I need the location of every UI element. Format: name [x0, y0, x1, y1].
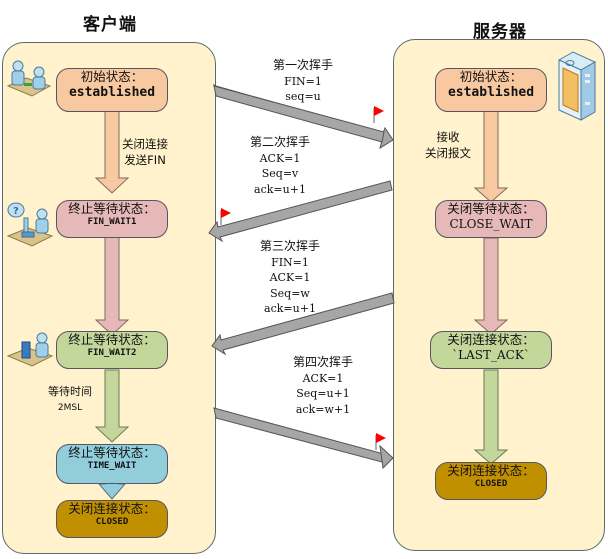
note-line: 2MSL: [57, 402, 83, 413]
message-title: 第四次挥手: [292, 355, 353, 369]
note-line: 关闭报文: [425, 145, 471, 160]
server-state-close-wait: 关闭等待状态： CLOSE_WAIT: [435, 200, 547, 238]
message-title: 第一次挥手: [272, 58, 333, 72]
message-line: ACK=1: [259, 151, 301, 165]
server-arrow-2: [473, 237, 509, 335]
server-state-established: 初始状态： established: [435, 68, 547, 112]
note-line: 接收: [436, 130, 460, 144]
server-title: 服务器: [473, 22, 527, 42]
message-title: 第三次挥手: [259, 239, 320, 253]
client-state-time-wait: 终止等待状态： TIME_WAIT: [56, 444, 168, 484]
note-line: 关闭连接: [122, 137, 168, 151]
state-value: `LAST_ACK`: [452, 347, 530, 362]
state-label: 终止等待状态：: [68, 445, 156, 460]
message-arrow-2: [208, 180, 393, 243]
state-label: 终止等待状态：: [68, 201, 156, 216]
client-state-fin-wait2: 终止等待状态： FIN_WAIT2: [56, 331, 168, 369]
server-state-last-ack: 关闭连接状态： `LAST_ACK`: [430, 331, 552, 369]
message-line: ACK=1: [302, 371, 344, 385]
client-arrow-1: [94, 109, 130, 194]
state-value: TIME_WAIT: [87, 460, 137, 471]
message-line: ack=u+1: [264, 301, 316, 315]
client-state-fin-wait1: 终止等待状态： FIN_WAIT1: [56, 200, 168, 238]
svg-text:?: ?: [13, 206, 19, 217]
server-note-receive-close: 接收 关闭报文: [425, 130, 471, 161]
state-value: CLOSED: [95, 516, 129, 527]
state-value: CLOSE_WAIT: [449, 216, 533, 231]
client-arrow-4: [97, 481, 127, 500]
server-arrow-1: [473, 109, 509, 203]
message-line: FIN=1: [284, 74, 322, 88]
server-icon: [557, 51, 597, 121]
message-3: 第三次挥手 FIN=1 ACK=1 Seq=w ack=u+1: [250, 238, 330, 316]
message-line: Seq=v: [261, 167, 299, 181]
message-line: ack=u+1: [254, 182, 306, 196]
server-arrow-3: [473, 369, 509, 465]
message-line: Seq=w: [270, 286, 310, 300]
state-value: FIN_WAIT1: [87, 216, 137, 227]
state-value: FIN_WAIT2: [87, 347, 137, 358]
message-line: seq=u: [285, 90, 321, 104]
client-note-wait-2msl: 等待时间 2MSL: [48, 385, 92, 415]
message-title: 第二次挥手: [249, 135, 310, 149]
flag-icon-1: [373, 106, 384, 123]
client-state-established: 初始状态： established: [56, 68, 168, 112]
message-arrow-4: [213, 407, 394, 470]
question-user-icon: ?: [6, 202, 54, 247]
client-note-close-send-fin: 关闭连接 发送FIN: [122, 137, 168, 168]
client-arrow-2: [94, 227, 130, 336]
state-label: 关闭等待状态：: [447, 201, 535, 216]
state-label: 关闭连接状态：: [447, 463, 535, 478]
client-title: 客户端: [83, 15, 137, 35]
state-value: established: [447, 84, 535, 100]
message-arrow-3: [211, 292, 395, 356]
message-arrow-1: [212, 83, 394, 150]
message-line: FIN=1: [271, 255, 309, 269]
server-state-closed: 关闭连接状态： CLOSED: [435, 462, 547, 500]
message-2: 第二次挥手 ACK=1 Seq=v ack=u+1: [245, 134, 315, 197]
message-line: ACK=1: [269, 271, 311, 285]
flag-icon-3: [375, 433, 386, 450]
message-line: Seq=u+1: [296, 387, 350, 401]
state-label: 初始状态：: [459, 69, 523, 84]
computer-user-icon: [6, 332, 54, 367]
message-line: ack=w+1: [295, 402, 351, 416]
client-arrow-3: [94, 369, 130, 443]
message-4: 第四次挥手 ACK=1 Seq=u+1 ack=w+1: [288, 354, 358, 417]
handshake-icon: [6, 60, 52, 97]
message-1: 第一次挥手 FIN=1 seq=u: [268, 57, 338, 105]
state-label: 终止等待状态：: [68, 332, 156, 347]
client-state-closed: 关闭连接状态： CLOSED: [56, 500, 168, 538]
flag-icon-2: [220, 208, 231, 225]
note-line: 发送FIN: [124, 152, 166, 167]
state-value: established: [68, 84, 156, 100]
note-line: 等待时间: [48, 385, 92, 398]
state-label: 关闭连接状态：: [68, 501, 156, 516]
state-value: CLOSED: [474, 478, 508, 489]
state-label: 初始状态：: [80, 69, 144, 84]
state-label: 关闭连接状态：: [447, 332, 535, 347]
